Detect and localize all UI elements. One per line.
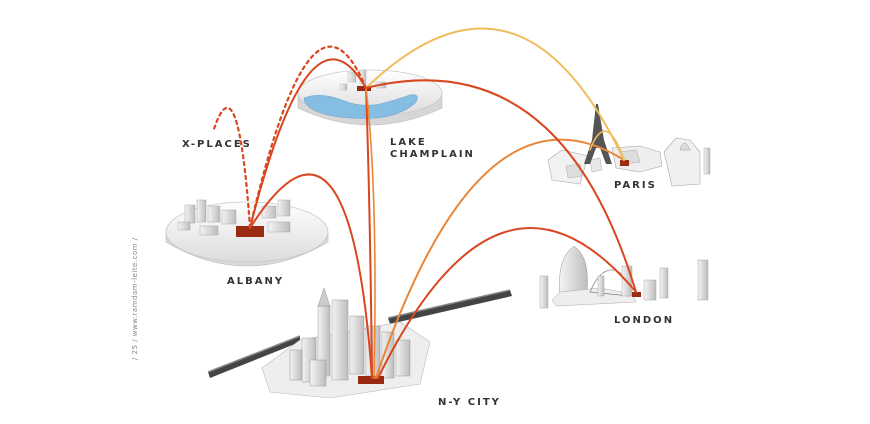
arc-ny-paris xyxy=(375,138,625,379)
gherkin-building xyxy=(559,245,588,301)
bridge-left xyxy=(208,336,300,378)
ny-marker xyxy=(358,376,384,384)
arc-lake-paris xyxy=(365,27,625,161)
london-marker xyxy=(632,292,641,297)
lake-marker xyxy=(357,86,371,91)
label-lake-champlain: LAKE CHAMPLAIN xyxy=(390,137,475,160)
arc-albany-lake xyxy=(249,58,367,229)
arc-ny-lake xyxy=(365,87,373,379)
arc-ny-london xyxy=(377,227,637,379)
label-paris: PARIS xyxy=(614,180,657,191)
connection-arcs xyxy=(211,27,637,379)
label-london: LONDON xyxy=(614,315,675,326)
albany-marker xyxy=(236,226,264,237)
arc-ny-lake-2 xyxy=(365,87,376,379)
paris-marker xyxy=(620,160,629,166)
arc-lake-london xyxy=(365,79,637,293)
paris-model xyxy=(547,104,711,187)
ny-city-model xyxy=(207,287,512,399)
label-x-places: X-PLACES xyxy=(182,139,252,150)
lake-champlain-model xyxy=(297,69,443,126)
label-ny-city: N-Y CITY xyxy=(438,397,501,408)
label-albany: ALBANY xyxy=(227,276,285,287)
albany-model xyxy=(165,199,329,267)
arc-ny-albany xyxy=(249,173,373,379)
bridge-right xyxy=(388,290,512,324)
lake-water xyxy=(303,94,418,119)
arc-xplaces-dotted-1 xyxy=(211,106,252,230)
arc-xplaces-dotted-2 xyxy=(248,45,368,230)
side-caption: / 25 / www.ramdam-leite.com / xyxy=(131,237,139,360)
arc-paris-loop xyxy=(589,130,625,161)
